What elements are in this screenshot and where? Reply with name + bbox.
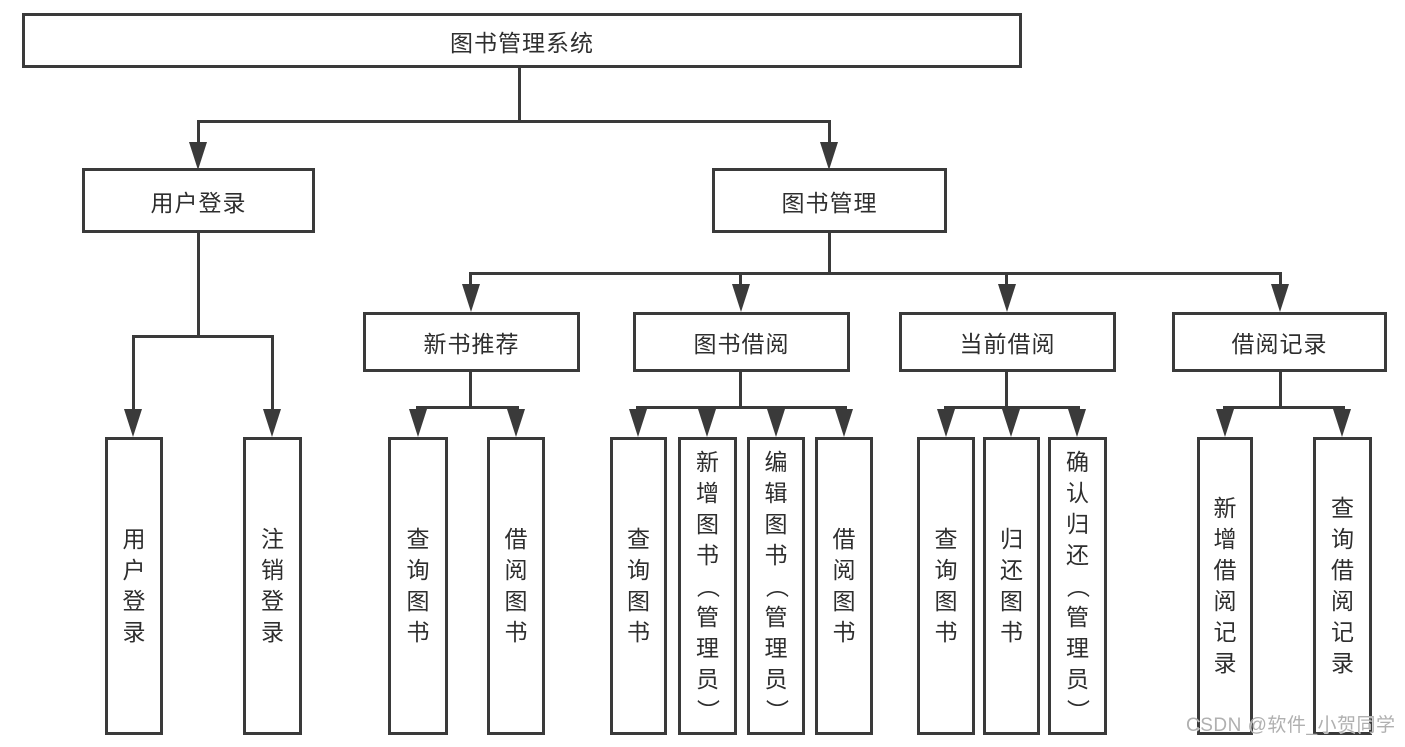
connector-line (469, 272, 1282, 275)
arrowhead (189, 142, 207, 170)
leaf-confirm-return-admin: 确认归还（管理员） (1048, 437, 1107, 735)
arrowhead (1216, 409, 1234, 437)
arrowhead (937, 409, 955, 437)
connector-line (518, 68, 521, 123)
leaf-borrow-books: 借阅图书 (815, 437, 873, 735)
connector-line (416, 406, 519, 409)
arrowhead (1068, 409, 1086, 437)
connector-line (828, 120, 831, 146)
connector-line (739, 272, 742, 288)
leaf-return-books: 归还图书 (983, 437, 1040, 735)
connector-line (1005, 272, 1008, 288)
leaf-query-books-borrow: 查询图书 (610, 437, 667, 735)
connector-line (197, 120, 200, 146)
arrowhead (124, 409, 142, 437)
node-book-management: 图书管理 (712, 168, 947, 233)
arrowhead (767, 409, 785, 437)
arrowhead (629, 409, 647, 437)
connector-line (828, 233, 831, 275)
node-current-borrow: 当前借阅 (899, 312, 1116, 372)
leaf-user-login: 用户登录 (105, 437, 163, 735)
arrowhead (263, 409, 281, 437)
csdn-watermark: CSDN @软件_小贺同学 (1186, 715, 1396, 736)
connector-line (1005, 372, 1008, 409)
arrowhead (462, 284, 480, 312)
node-user-login: 用户登录 (82, 168, 315, 233)
connector-line (132, 335, 135, 415)
connector-line (197, 120, 831, 123)
arrowhead (507, 409, 525, 437)
connector-line (197, 233, 200, 338)
node-borrow-records: 借阅记录 (1172, 312, 1387, 372)
connector-line (469, 272, 472, 288)
arrowhead (1271, 284, 1289, 312)
connector-line (1279, 372, 1282, 409)
leaf-query-books-recommend: 查询图书 (388, 437, 448, 735)
arrowhead (732, 284, 750, 312)
arrowhead (409, 409, 427, 437)
arrowhead (835, 409, 853, 437)
leaf-query-books-current: 查询图书 (917, 437, 975, 735)
connector-line (132, 335, 274, 338)
leaf-borrow-books-recommend: 借阅图书 (487, 437, 545, 735)
leaf-query-borrow-record: 查询借阅记录 (1313, 437, 1372, 735)
leaf-add-books-admin: 新增图书（管理员） (678, 437, 737, 735)
arrowhead (1002, 409, 1020, 437)
leaf-logout: 注销登录 (243, 437, 302, 735)
arrowhead (1333, 409, 1351, 437)
node-book-borrow: 图书借阅 (633, 312, 850, 372)
connector-line (469, 372, 472, 409)
arrowhead (698, 409, 716, 437)
connector-line (1279, 272, 1282, 288)
node-new-book-recommend: 新书推荐 (363, 312, 580, 372)
node-root-system: 图书管理系统 (22, 13, 1022, 68)
arrowhead (820, 142, 838, 170)
connector-line (636, 406, 847, 409)
connector-line (1223, 406, 1345, 409)
leaf-edit-books-admin: 编辑图书（管理员） (747, 437, 805, 735)
connector-line (739, 372, 742, 409)
connector-line (271, 335, 274, 415)
arrowhead (998, 284, 1016, 312)
leaf-add-borrow-record: 新增借阅记录 (1197, 437, 1253, 735)
